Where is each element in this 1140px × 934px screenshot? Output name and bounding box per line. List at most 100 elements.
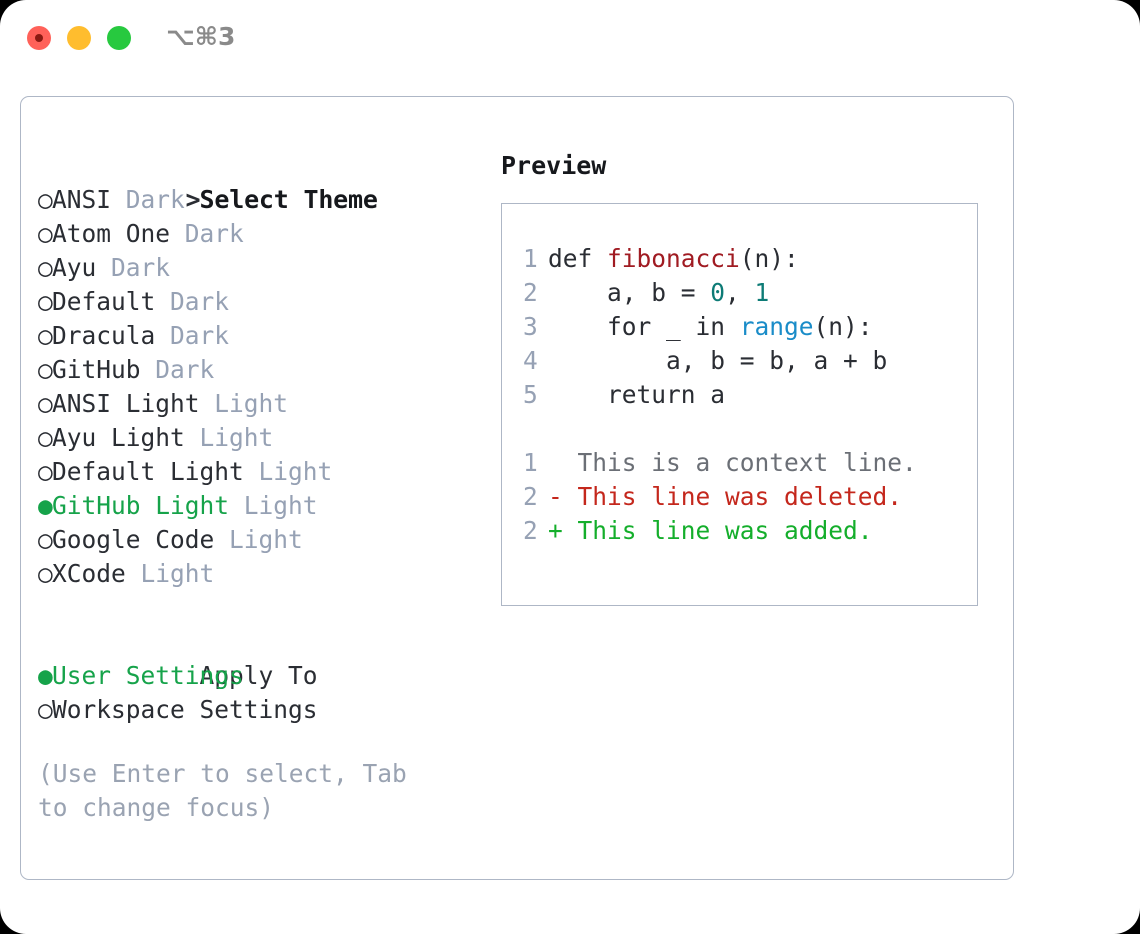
line-number: 1 — [523, 448, 538, 477]
diff-text: This is a context line. — [548, 448, 917, 477]
apply-to-label: User Settings — [52, 661, 244, 690]
theme-variant-badge: Light — [258, 457, 333, 486]
theme-list-item[interactable]: ○Ayu Light Light — [38, 421, 478, 455]
radio-unselected-icon[interactable]: ○ — [38, 287, 53, 316]
theme-name: Dracula — [52, 321, 171, 350]
theme-list: ○ANSI Dark○Atom One Dark○Ayu Dark○Defaul… — [38, 183, 478, 591]
theme-variant-badge: Dark — [184, 219, 244, 248]
radio-unselected-icon[interactable]: ○ — [38, 389, 53, 418]
theme-list-item[interactable]: ○Default Dark — [38, 285, 478, 319]
theme-variant-badge: Dark — [170, 321, 230, 350]
theme-name: Default — [52, 287, 171, 316]
maximize-icon[interactable] — [107, 26, 131, 50]
theme-list-item[interactable]: ○Dracula Dark — [38, 319, 478, 353]
code-token: (n): — [813, 312, 873, 341]
theme-variant-badge: Dark — [170, 287, 230, 316]
theme-list-item[interactable]: ○GitHub Dark — [38, 353, 478, 387]
theme-name: Ayu — [52, 253, 112, 282]
code-token: range — [739, 312, 814, 341]
radio-selected-icon[interactable]: ● — [38, 661, 53, 690]
theme-name: Google Code — [52, 525, 230, 554]
theme-variant-badge: Light — [229, 525, 303, 554]
diff-line: 2 + This line was added. — [523, 514, 969, 548]
title-bar: ⌥⌘3 — [0, 0, 1140, 78]
line-number: 3 — [523, 312, 538, 341]
list-spacer — [38, 591, 478, 625]
theme-list-item[interactable]: ○Atom One Dark — [38, 217, 478, 251]
code-token: return a — [548, 380, 726, 409]
diff-text: + This line was added. — [548, 516, 873, 545]
theme-variant-badge: Light — [214, 389, 289, 418]
theme-variant-badge: Light — [243, 491, 318, 520]
radio-unselected-icon[interactable]: ○ — [38, 185, 53, 214]
radio-unselected-icon[interactable]: ○ — [38, 219, 53, 248]
theme-list-item[interactable]: ○ANSI Dark — [38, 183, 478, 217]
code-line: 2 a, b = 0, 1 — [523, 276, 969, 310]
page-title: Select Theme — [199, 185, 378, 214]
traffic-lights — [27, 26, 131, 50]
code-token: (n): — [739, 244, 799, 273]
apply-to-header: Apply To — [38, 625, 478, 690]
theme-list-item[interactable]: ○XCode Light — [38, 557, 478, 591]
line-number: 2 — [523, 516, 538, 545]
apply-to-item[interactable]: ○Workspace Settings — [38, 693, 478, 727]
radio-unselected-icon[interactable]: ○ — [38, 559, 53, 588]
radio-unselected-icon[interactable]: ○ — [38, 525, 53, 554]
theme-name: Ayu Light — [52, 423, 200, 452]
theme-variant-badge: Dark — [125, 185, 185, 214]
radio-unselected-icon[interactable]: ○ — [38, 695, 53, 724]
keyboard-hint: (Use Enter to select, Tab to change focu… — [38, 759, 407, 822]
theme-list-item[interactable]: ○Google Code Light — [38, 523, 478, 557]
line-number: 1 — [523, 244, 538, 273]
code-token: a, b = b, a + b — [548, 346, 888, 375]
code-token: , — [725, 278, 755, 307]
code-token: 1 — [754, 278, 770, 307]
apply-to-list: ●User Settings○Workspace Settings — [38, 659, 478, 727]
radio-selected-icon[interactable]: ● — [38, 491, 53, 520]
radio-unselected-icon[interactable]: ○ — [38, 253, 53, 282]
code-line: 3 for _ in range(n): — [523, 310, 969, 344]
header-caret-icon: > — [185, 185, 201, 214]
theme-name: Atom One — [52, 219, 185, 248]
preview-title: Preview — [501, 151, 607, 180]
theme-name: ANSI — [52, 185, 126, 214]
radio-unselected-icon[interactable]: ○ — [38, 355, 53, 384]
keyboard-shortcut-label: ⌥⌘3 — [166, 22, 236, 51]
code-line: 5 return a — [523, 378, 969, 412]
theme-variant-badge: Light — [140, 559, 215, 588]
theme-variant-badge: Dark — [111, 253, 171, 282]
code-token: a, b = — [548, 278, 711, 307]
diff-line: 2- This line was deleted. — [523, 480, 969, 514]
theme-list-item[interactable]: ○Default Light Light — [38, 455, 478, 489]
theme-variant-badge: Dark — [155, 355, 215, 384]
theme-picker-column: >Select Theme ○ANSI Dark○Atom One Dark○A… — [38, 149, 478, 727]
minimize-icon[interactable] — [67, 26, 91, 50]
radio-unselected-icon[interactable]: ○ — [38, 457, 53, 486]
theme-picker-header: >Select Theme — [38, 149, 478, 214]
apply-to-label: Workspace Settings — [52, 695, 318, 724]
apply-to-title: Apply To — [199, 661, 318, 690]
theme-name: ANSI Light — [52, 389, 215, 418]
theme-name: GitHub — [52, 355, 156, 384]
code-token: fibonacci — [607, 244, 740, 273]
code-diff-separator — [523, 412, 969, 446]
line-number: 4 — [523, 346, 538, 375]
theme-list-item[interactable]: ○Ayu Dark — [38, 251, 478, 285]
line-number: 2 — [523, 482, 538, 511]
theme-list-item[interactable]: ○ANSI Light Light — [38, 387, 478, 421]
line-number: 5 — [523, 380, 538, 409]
close-icon[interactable] — [27, 26, 51, 50]
apply-to-item[interactable]: ●User Settings — [38, 659, 478, 693]
code-line: 4 a, b = b, a + b — [523, 344, 969, 378]
theme-name: GitHub Light — [52, 491, 244, 520]
theme-name: Default Light — [52, 457, 259, 486]
theme-list-item[interactable]: ●GitHub Light Light — [38, 489, 478, 523]
radio-unselected-icon[interactable]: ○ — [38, 321, 53, 350]
radio-unselected-icon[interactable]: ○ — [38, 423, 53, 452]
